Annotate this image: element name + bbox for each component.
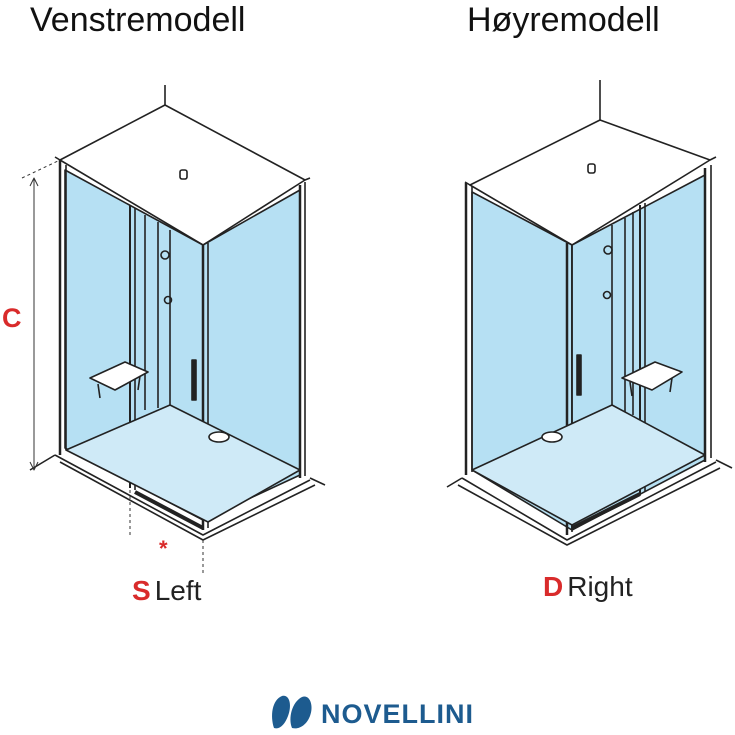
height-dimension-label: C — [2, 303, 22, 333]
left-model-text: Left — [154, 575, 202, 606]
left-shower-tray — [65, 404, 301, 523]
footnote-asterisk: * — [159, 536, 168, 561]
brand-name: NOVELLINI — [321, 699, 475, 729]
title-left-model: Venstremodell — [30, 1, 246, 39]
right-shower-tray — [471, 404, 706, 526]
left-shower-cabin — [21, 85, 326, 575]
right-seat — [621, 361, 683, 391]
title-right-model: Høyremodell — [467, 1, 660, 39]
right-shower-cabin — [446, 80, 733, 546]
left-model-code: S — [132, 575, 151, 606]
novellini-logo-icon — [272, 695, 312, 729]
right-top-fitting — [587, 163, 596, 174]
right-model-code: D — [543, 571, 564, 602]
left-seat — [89, 361, 149, 391]
right-model-text: Right — [567, 571, 633, 602]
left-top-fitting — [179, 169, 188, 180]
left-drain — [208, 431, 230, 443]
right-drain — [541, 431, 563, 443]
